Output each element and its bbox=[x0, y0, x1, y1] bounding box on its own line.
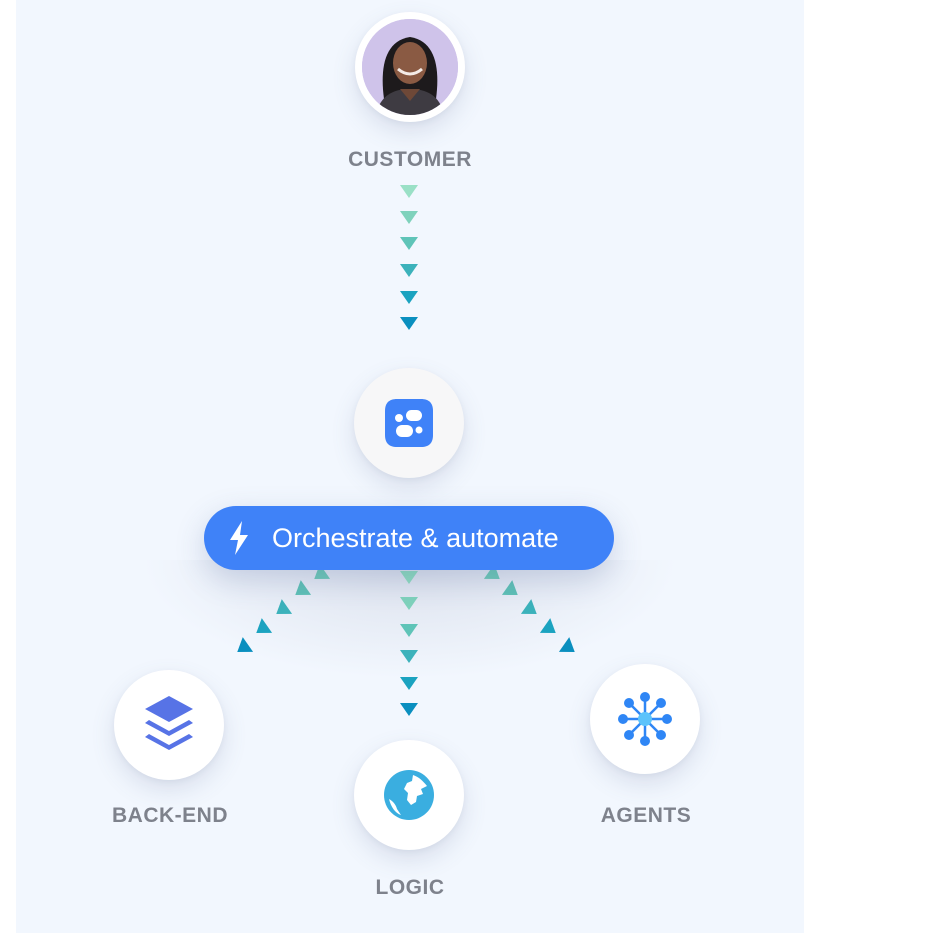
customer-avatar bbox=[362, 19, 458, 115]
backend-label: BACK-END bbox=[112, 804, 228, 827]
orchestrate-automate-button[interactable]: Orchestrate & automate bbox=[204, 506, 614, 570]
customer-label: CUSTOMER bbox=[348, 148, 472, 171]
layers-icon bbox=[145, 696, 193, 750]
customer-node[interactable] bbox=[355, 12, 465, 122]
pill-shadow-fade bbox=[140, 560, 680, 680]
logic-node[interactable] bbox=[354, 740, 464, 850]
logic-label: LOGIC bbox=[375, 876, 445, 899]
backend-node[interactable] bbox=[114, 670, 224, 780]
agents-node[interactable] bbox=[590, 664, 700, 774]
hub-node[interactable] bbox=[354, 368, 464, 478]
globe-icon bbox=[384, 770, 434, 820]
pill-label: Orchestrate & automate bbox=[272, 522, 559, 553]
app-logo-icon bbox=[385, 399, 433, 447]
lightning-bolt-icon bbox=[230, 521, 248, 555]
customer-photo-icon bbox=[362, 19, 458, 115]
network-hub-icon bbox=[618, 692, 672, 746]
agents-label: AGENTS bbox=[600, 804, 692, 827]
